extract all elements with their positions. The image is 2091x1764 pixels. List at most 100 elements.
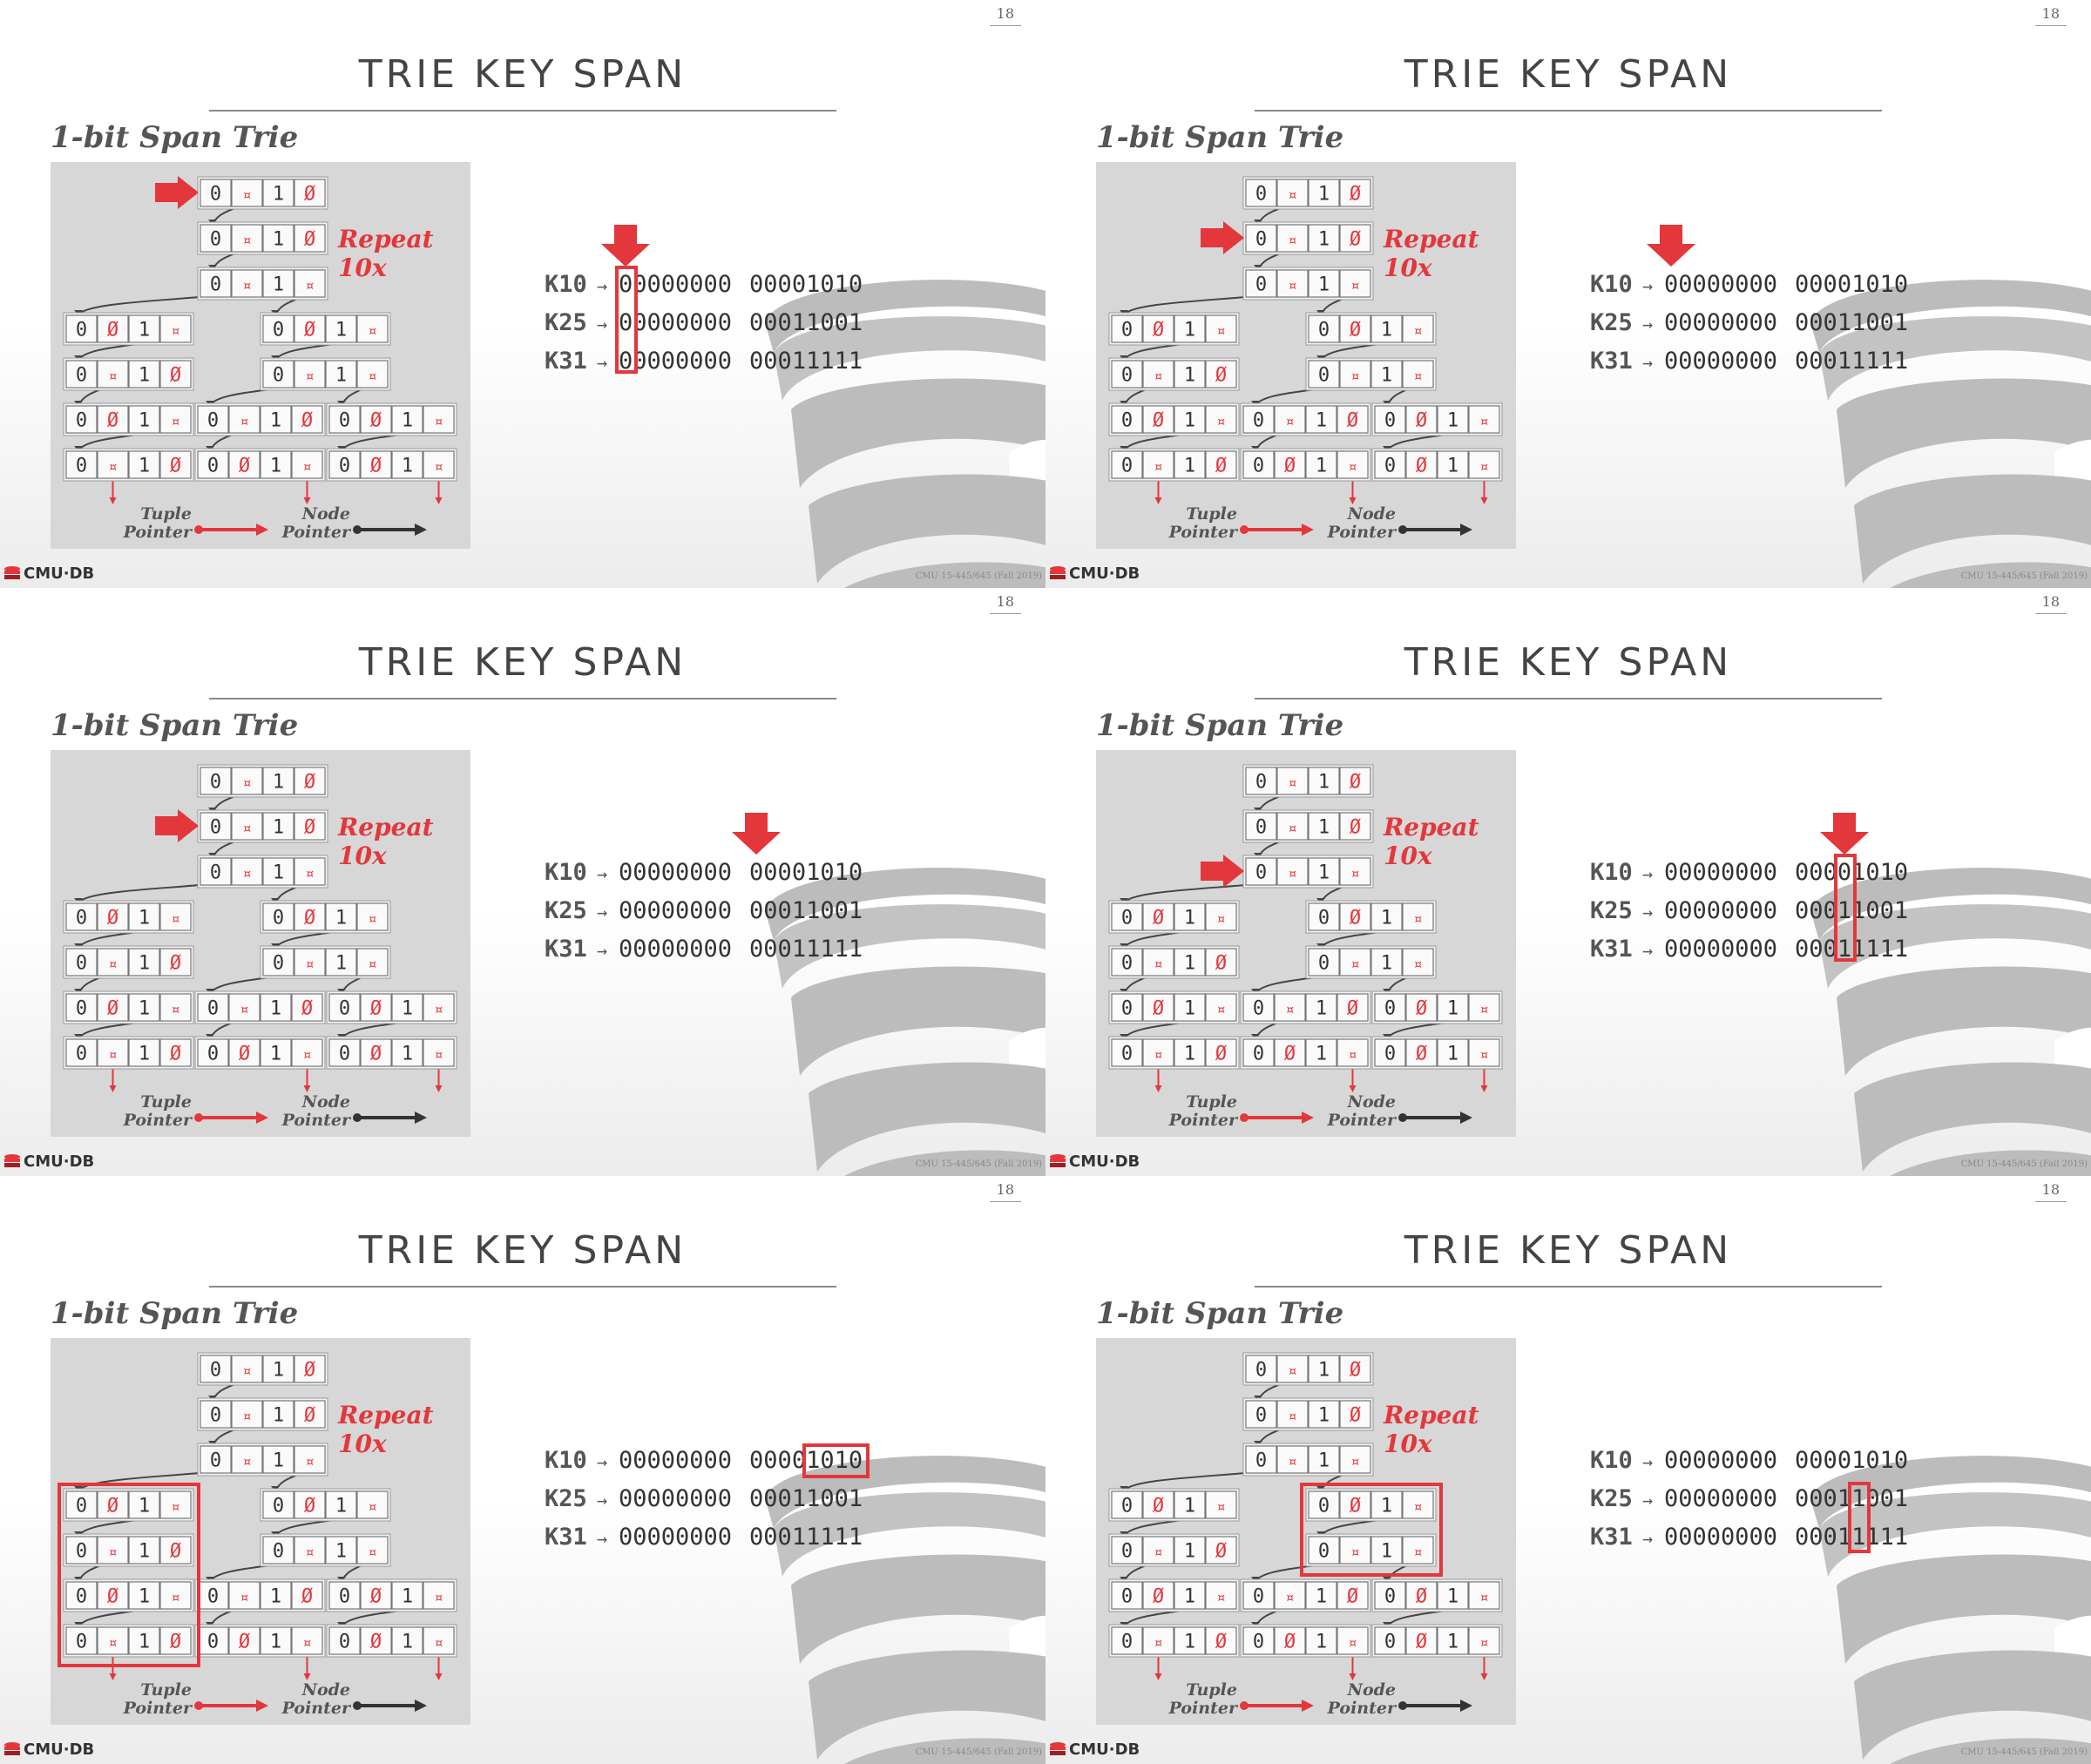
trie-cell-digit: 0	[1253, 410, 1264, 432]
trie-node-cell	[65, 948, 98, 977]
title-divider	[1255, 1286, 1882, 1288]
trie-node-cell	[1111, 450, 1143, 479]
trie-node-cell	[97, 1536, 129, 1565]
trie-node-cell	[1174, 360, 1206, 389]
trie-node-cell	[1242, 993, 1275, 1022]
trie-node-cell	[1339, 902, 1371, 931]
trie-node-cell	[1245, 857, 1277, 886]
key-name: K31	[1590, 1524, 1633, 1551]
trie-node-cell	[1370, 902, 1403, 931]
trie-cell-digit: Ø	[304, 817, 315, 839]
trie-node-cell	[1274, 405, 1306, 434]
node-pointer-cell-glyph: ¤	[1216, 1499, 1225, 1517]
trie-cell-digit: 1	[273, 229, 284, 251]
trie-cell-digit: 1	[335, 320, 347, 341]
trie-node-cell	[1437, 1038, 1469, 1067]
node-pointer-cell-glyph: ¤	[1216, 1590, 1225, 1607]
slide-number: 18	[989, 1181, 1021, 1202]
trie-cell-digit: 1	[335, 953, 347, 975]
trie-node-cell	[356, 1536, 389, 1565]
trie-node-cell	[1339, 1445, 1371, 1474]
trie-node-cell	[1242, 450, 1275, 479]
trie-node-cell	[294, 360, 326, 389]
trie-node-cell	[1142, 1490, 1174, 1519]
trie-node-cell	[65, 993, 98, 1022]
node-pointer-cell-glyph: ¤	[108, 459, 117, 476]
trie-node-cell	[228, 405, 261, 434]
node-pointer-cell-glyph: ¤	[368, 911, 376, 929]
trie-cell-digit: Ø	[170, 1044, 181, 1065]
node-pointer-cell-glyph: ¤	[1348, 459, 1357, 476]
course-footer: CMU 15-445/645 (Fall 2019)	[1960, 1747, 2088, 1757]
trie-node-cell	[1308, 1445, 1340, 1474]
trie-cell-digit: Ø	[1347, 998, 1358, 1020]
key-arrow-icon: →	[1642, 314, 1654, 335]
trie-cell-digit: Ø	[1416, 1044, 1427, 1065]
trie-cell-digit: 0	[76, 410, 87, 432]
trie-node-cell	[1402, 360, 1434, 389]
tuple-legend-arrowhead	[1302, 1700, 1314, 1712]
node-pointer-cell-glyph: ¤	[171, 323, 179, 341]
trie-node-cell	[1308, 360, 1340, 389]
trie-node-cell	[128, 360, 160, 389]
node-pointer-cell-glyph: ¤	[171, 1499, 179, 1517]
trie-cell-digit: Ø	[370, 410, 382, 432]
trie-cell-digit: 0	[1318, 365, 1330, 387]
key-arrow-icon: →	[597, 1451, 608, 1472]
tuple-pointer-arrowhead	[109, 497, 117, 504]
trie-cell-digit: Ø	[170, 1541, 181, 1563]
trie-node-cell	[128, 902, 160, 931]
node-pointer-cell-glyph: ¤	[1413, 956, 1422, 974]
key-low-byte: 00011001	[1795, 897, 1909, 924]
cmu-db-logo: CMU·DB	[1049, 1740, 1140, 1759]
trie-cell-digit: 0	[1384, 410, 1396, 432]
trie-node-cell	[1374, 1038, 1406, 1067]
trie-node-cell	[262, 812, 294, 841]
trie-node-cell	[262, 767, 294, 795]
node-pointer-cell-glyph: ¤	[1285, 414, 1294, 431]
trie-node-cell	[294, 1536, 326, 1565]
trie-node-cell	[200, 224, 232, 253]
key-arrow-icon: →	[597, 275, 608, 296]
trie-node-cell	[260, 1581, 292, 1610]
trie-node-cell	[1142, 902, 1174, 931]
trie-node-cell	[1242, 1038, 1275, 1067]
trie-node-cell	[1437, 1626, 1469, 1655]
trie-node-cell	[231, 179, 263, 207]
key-arrow-icon: →	[1642, 902, 1654, 923]
trie-node-cell	[97, 1626, 129, 1655]
trie-node-cell	[197, 1038, 229, 1067]
node-legend-arrowhead	[1460, 1112, 1472, 1124]
trie-cell-digit: 1	[1381, 320, 1392, 341]
trie-cell-digit: 0	[1318, 1541, 1330, 1563]
trie-node-cell	[328, 993, 361, 1022]
diagram-subtitle: 1-bit Span Trie	[51, 1296, 299, 1331]
trie-cell-digit: 0	[76, 1541, 87, 1563]
node-pointer-cell-glyph: ¤	[1479, 414, 1488, 431]
trie-node: 0¤1¤	[1242, 855, 1374, 889]
trie-node-cell	[231, 1355, 263, 1383]
trie-node-cell	[260, 450, 292, 479]
trie-node-cell	[1142, 314, 1174, 343]
key-arrow-icon: →	[1642, 863, 1654, 884]
trie-cell-digit: Ø	[1153, 908, 1164, 929]
trie-node-cell	[291, 450, 323, 479]
trie-node-cell	[1308, 224, 1340, 253]
trie-cell-digit: 1	[1316, 410, 1327, 432]
trie-node-cell	[97, 948, 129, 977]
trie-node-cell	[325, 1536, 357, 1565]
cmu-db-logo-text: CMU·DB	[1069, 1152, 1140, 1171]
